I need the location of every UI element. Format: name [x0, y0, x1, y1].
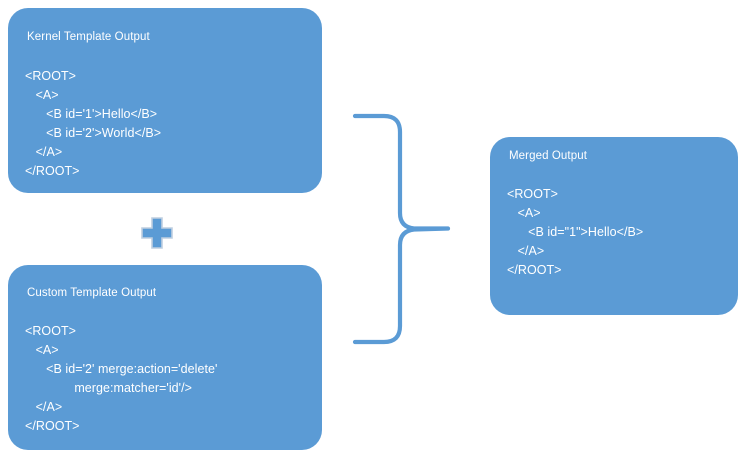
- merged-output-code: <ROOT> <A> <B id="1">Hello</B> </A> </RO…: [507, 187, 644, 277]
- custom-template-output-code: <ROOT> <A> <B id='2' merge:action='delet…: [25, 324, 218, 433]
- custom-template-output-box: Custom Template Output <ROOT> <A> <B id=…: [8, 265, 322, 450]
- kernel-template-output-code: <ROOT> <A> <B id='1'>Hello</B> <B id='2'…: [25, 69, 162, 178]
- kernel-template-output-title: Kernel Template Output: [27, 31, 150, 43]
- merged-output-title: Merged Output: [509, 150, 588, 162]
- plus-icon: [141, 217, 173, 249]
- kernel-template-output-box: Kernel Template Output <ROOT> <A> <B id=…: [8, 8, 322, 193]
- curly-brace-icon: [348, 108, 460, 356]
- merged-output-box: Merged Output <ROOT> <A> <B id="1">Hello…: [490, 137, 738, 315]
- custom-template-output-title: Custom Template Output: [27, 287, 157, 299]
